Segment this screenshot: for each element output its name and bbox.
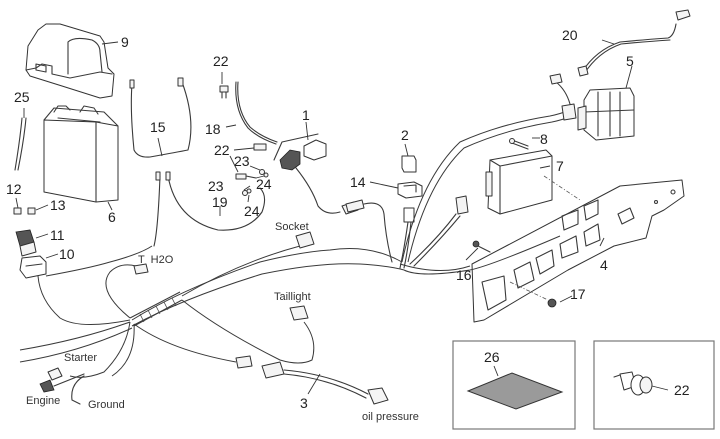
cable-part-15 — [129, 77, 192, 158]
bolt-part-22-top — [219, 85, 229, 99]
harness-connector-right — [409, 195, 469, 267]
inset-box-part-22 — [593, 340, 715, 430]
label-taillight: Taillight — [274, 291, 311, 303]
battery-cover-part-9 — [25, 23, 115, 99]
cable-part-19 — [153, 171, 266, 247]
label-part-25: 25 — [14, 89, 30, 105]
label-engine: Engine — [26, 395, 60, 407]
fuse-part-2 — [401, 155, 417, 173]
label-part-12: 12 — [6, 181, 22, 197]
washer-part-23 — [242, 169, 265, 196]
sensor-cable-part-20 — [577, 9, 691, 77]
label-part-10: 10 — [59, 246, 75, 262]
label-oil-pressure: oil pressure — [362, 411, 419, 423]
label-part-17: 17 — [570, 286, 586, 302]
label-t-h2o: T H2O — [138, 254, 174, 266]
ecu-part-7 — [485, 149, 581, 215]
label-part-22-top: 22 — [213, 53, 229, 69]
connector-mid — [345, 199, 393, 263]
starter-relay-part-1 — [273, 133, 359, 215]
nut-part-17 — [547, 298, 557, 308]
label-part-5: 5 — [626, 53, 634, 69]
label-part-9: 9 — [121, 34, 129, 50]
label-socket: Socket — [275, 221, 309, 233]
leader-lines — [15, 39, 669, 395]
label-part-23-b: 23 — [208, 178, 224, 194]
part-number-labels: 9 25 6 12 13 11 10 15 22 18 22 23 24 23 … — [6, 27, 690, 411]
relay-holder-part-10 — [19, 255, 47, 279]
label-ground: Ground — [88, 399, 125, 411]
screw-part-16 — [472, 240, 491, 253]
label-part-22-mid: 22 — [214, 142, 230, 158]
label-part-13: 13 — [50, 197, 66, 213]
label-part-1: 1 — [302, 107, 310, 123]
bolt-part-22-mid — [235, 143, 267, 180]
label-part-23-a: 23 — [234, 153, 250, 169]
label-starter: Starter — [64, 352, 97, 364]
label-part-16: 16 — [456, 267, 472, 283]
oil-pressure-cable-part-3 — [261, 361, 389, 405]
relay-part-11 — [15, 229, 37, 257]
label-part-3: 3 — [300, 395, 308, 411]
cable-part-18 — [235, 81, 278, 145]
label-part-24-b: 24 — [244, 203, 260, 219]
label-part-26: 26 — [484, 349, 500, 365]
label-part-7: 7 — [556, 158, 564, 174]
label-part-20: 20 — [562, 27, 578, 43]
label-part-22-inset: 22 — [674, 382, 690, 398]
label-part-19: 19 — [212, 194, 228, 210]
label-part-15: 15 — [150, 119, 166, 135]
label-part-11: 11 — [50, 227, 65, 243]
label-part-6: 6 — [108, 209, 116, 225]
washer-part-24 — [246, 172, 269, 194]
power-socket-part-22 — [613, 371, 653, 396]
inset-box-part-26 — [452, 340, 576, 430]
mounting-plate-part-4 — [471, 179, 685, 323]
clip-part-13 — [27, 207, 36, 215]
harness-upper-branch — [401, 73, 577, 263]
battery-part-6 — [43, 105, 119, 203]
label-part-14: 14 — [350, 174, 366, 190]
label-part-4: 4 — [600, 257, 608, 273]
bolt-part-8 — [509, 138, 529, 150]
vent-tube-part-25 — [14, 117, 27, 171]
connector-labels: Socket Taillight T H2O Starter Engine Gr… — [26, 221, 419, 423]
clip-part-12 — [13, 207, 22, 215]
label-part-18: 18 — [205, 121, 221, 137]
main-wiring-harness — [19, 231, 561, 405]
label-part-2: 2 — [401, 127, 409, 143]
label-part-8: 8 — [540, 131, 548, 147]
label-part-24-a: 24 — [256, 176, 272, 192]
regulator-part-5 — [577, 87, 635, 141]
